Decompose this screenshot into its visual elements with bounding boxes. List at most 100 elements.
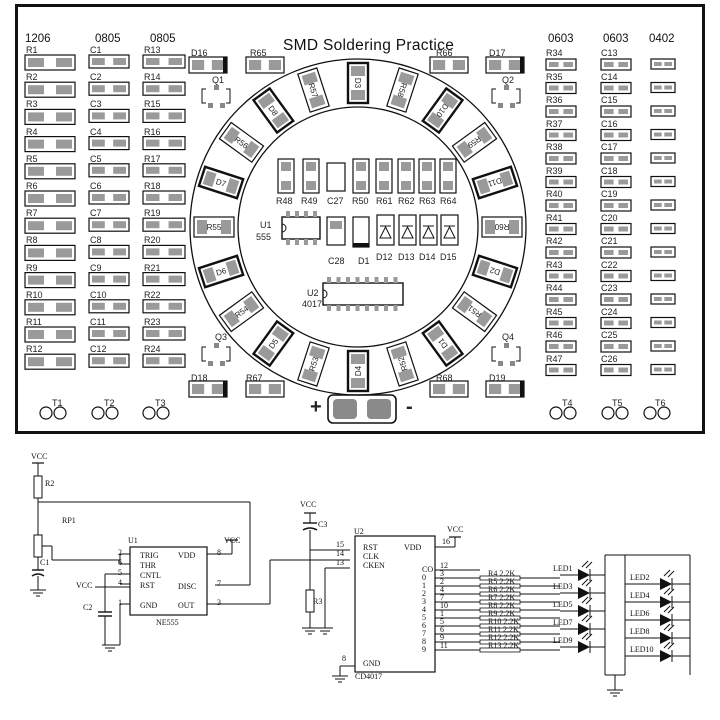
footprint-r24	[142, 353, 186, 368]
u2-output-pin-5: 5	[440, 617, 444, 626]
footprint-r65	[245, 56, 285, 74]
solder-pad	[664, 320, 672, 325]
chip-pin	[374, 305, 379, 311]
footprint-c16	[600, 128, 632, 142]
footprint-outline	[346, 349, 370, 393]
solder-pad	[113, 166, 126, 174]
solder-pad	[168, 275, 182, 283]
column-header-0805-b: 0805	[150, 33, 176, 45]
solder-pad	[422, 162, 432, 171]
solder-pad	[379, 162, 389, 171]
u2-pin-num-16: 16	[442, 537, 450, 546]
footprint-outline	[451, 121, 498, 164]
footprint-r16	[142, 136, 186, 151]
inner-resistor-1	[277, 158, 295, 194]
solder-pad	[192, 384, 205, 394]
solder-pad	[664, 250, 672, 254]
solder-pad	[654, 85, 662, 90]
footprint-r46	[545, 340, 577, 353]
solder-pad	[604, 62, 614, 67]
test-pad	[549, 406, 563, 420]
solder-pad	[56, 330, 72, 339]
ring-label-r55: R55	[207, 223, 222, 232]
inner-resistor-2	[302, 158, 320, 194]
solder-pad	[618, 203, 628, 208]
u1-ref-label: U1	[128, 536, 138, 545]
footprint-0402-11	[650, 293, 676, 305]
solder-pad	[168, 85, 182, 93]
footprint-c20	[600, 222, 632, 236]
solder-pad	[604, 85, 614, 91]
solder-pad	[92, 58, 105, 65]
solder-pad	[146, 275, 160, 283]
footprint-c2	[88, 81, 130, 96]
label-d15: D15	[440, 252, 457, 262]
u1-pin-num-7: 7	[217, 579, 221, 588]
footprint-r8	[24, 244, 76, 261]
part-label-r8: R8	[26, 235, 38, 246]
footprint-outline	[398, 214, 417, 246]
solder-pad	[618, 156, 628, 161]
column-header-1206: 1206	[25, 33, 51, 45]
u2-output-0: 0	[422, 573, 426, 582]
u1-pin-num-6: 6	[118, 558, 122, 567]
footprint-outline	[600, 58, 632, 71]
u2-output-pin-6: 6	[440, 625, 444, 634]
solder-pad	[301, 71, 318, 86]
chip-u2-4017	[322, 277, 404, 311]
diode-triangle	[379, 225, 392, 239]
footprint-outline	[277, 158, 295, 194]
test-pad	[615, 406, 629, 420]
schematic-wiring	[30, 462, 691, 697]
footprint-c22	[600, 269, 632, 283]
solder-pad	[168, 58, 182, 65]
solder-pad	[476, 310, 493, 328]
led-emission-arrow	[667, 642, 675, 650]
solder-pad	[664, 273, 672, 278]
solder-pad	[330, 221, 342, 229]
solder-pad	[146, 302, 160, 310]
footprint-c12	[88, 353, 130, 368]
solder-pad	[433, 60, 446, 70]
footprint-r68	[429, 380, 469, 398]
solder-pad	[499, 170, 514, 187]
resistor-label-7: R7 2.2K	[488, 593, 516, 602]
chip-pin	[304, 239, 308, 245]
solder-pad	[549, 226, 559, 232]
solder-pad	[92, 248, 105, 256]
part-label-c7: C7	[90, 208, 102, 219]
solder-pad	[28, 221, 44, 231]
ring-inner-circle	[237, 106, 479, 348]
footprint-r5	[24, 163, 76, 180]
capacitor-c1-plate	[31, 573, 45, 577]
part-label-r6: R6	[26, 181, 38, 191]
solder-pad	[56, 221, 72, 231]
footprint-outline	[245, 56, 285, 74]
solder-pad	[654, 109, 662, 113]
solder-pad	[654, 179, 662, 184]
led-triangle-led1	[578, 569, 590, 581]
solder-pad	[499, 267, 514, 284]
solder-pad	[549, 179, 559, 185]
footprint-outline	[481, 216, 523, 238]
footprint-outline	[471, 254, 519, 289]
led-label-led10: LED10	[630, 645, 654, 654]
solder-pad	[113, 58, 126, 65]
footprint-outline	[545, 246, 577, 259]
footprint-outline	[24, 54, 76, 71]
led-emission-arrow	[663, 587, 671, 595]
solder-pad	[309, 94, 326, 109]
footprint-outline	[24, 299, 76, 316]
solder-pad	[257, 92, 275, 109]
solder-pad	[654, 297, 662, 301]
led-emission-arrow	[585, 561, 593, 569]
led-emission-arrow	[585, 633, 593, 641]
transistor-pad	[498, 103, 503, 108]
solder-pad	[211, 60, 224, 70]
solder-pad	[563, 226, 573, 232]
battery-pad	[333, 399, 357, 419]
solder-pad	[28, 194, 44, 203]
solder-pad	[476, 259, 491, 276]
battery-pad	[367, 399, 391, 419]
footprint-outline	[419, 214, 438, 246]
